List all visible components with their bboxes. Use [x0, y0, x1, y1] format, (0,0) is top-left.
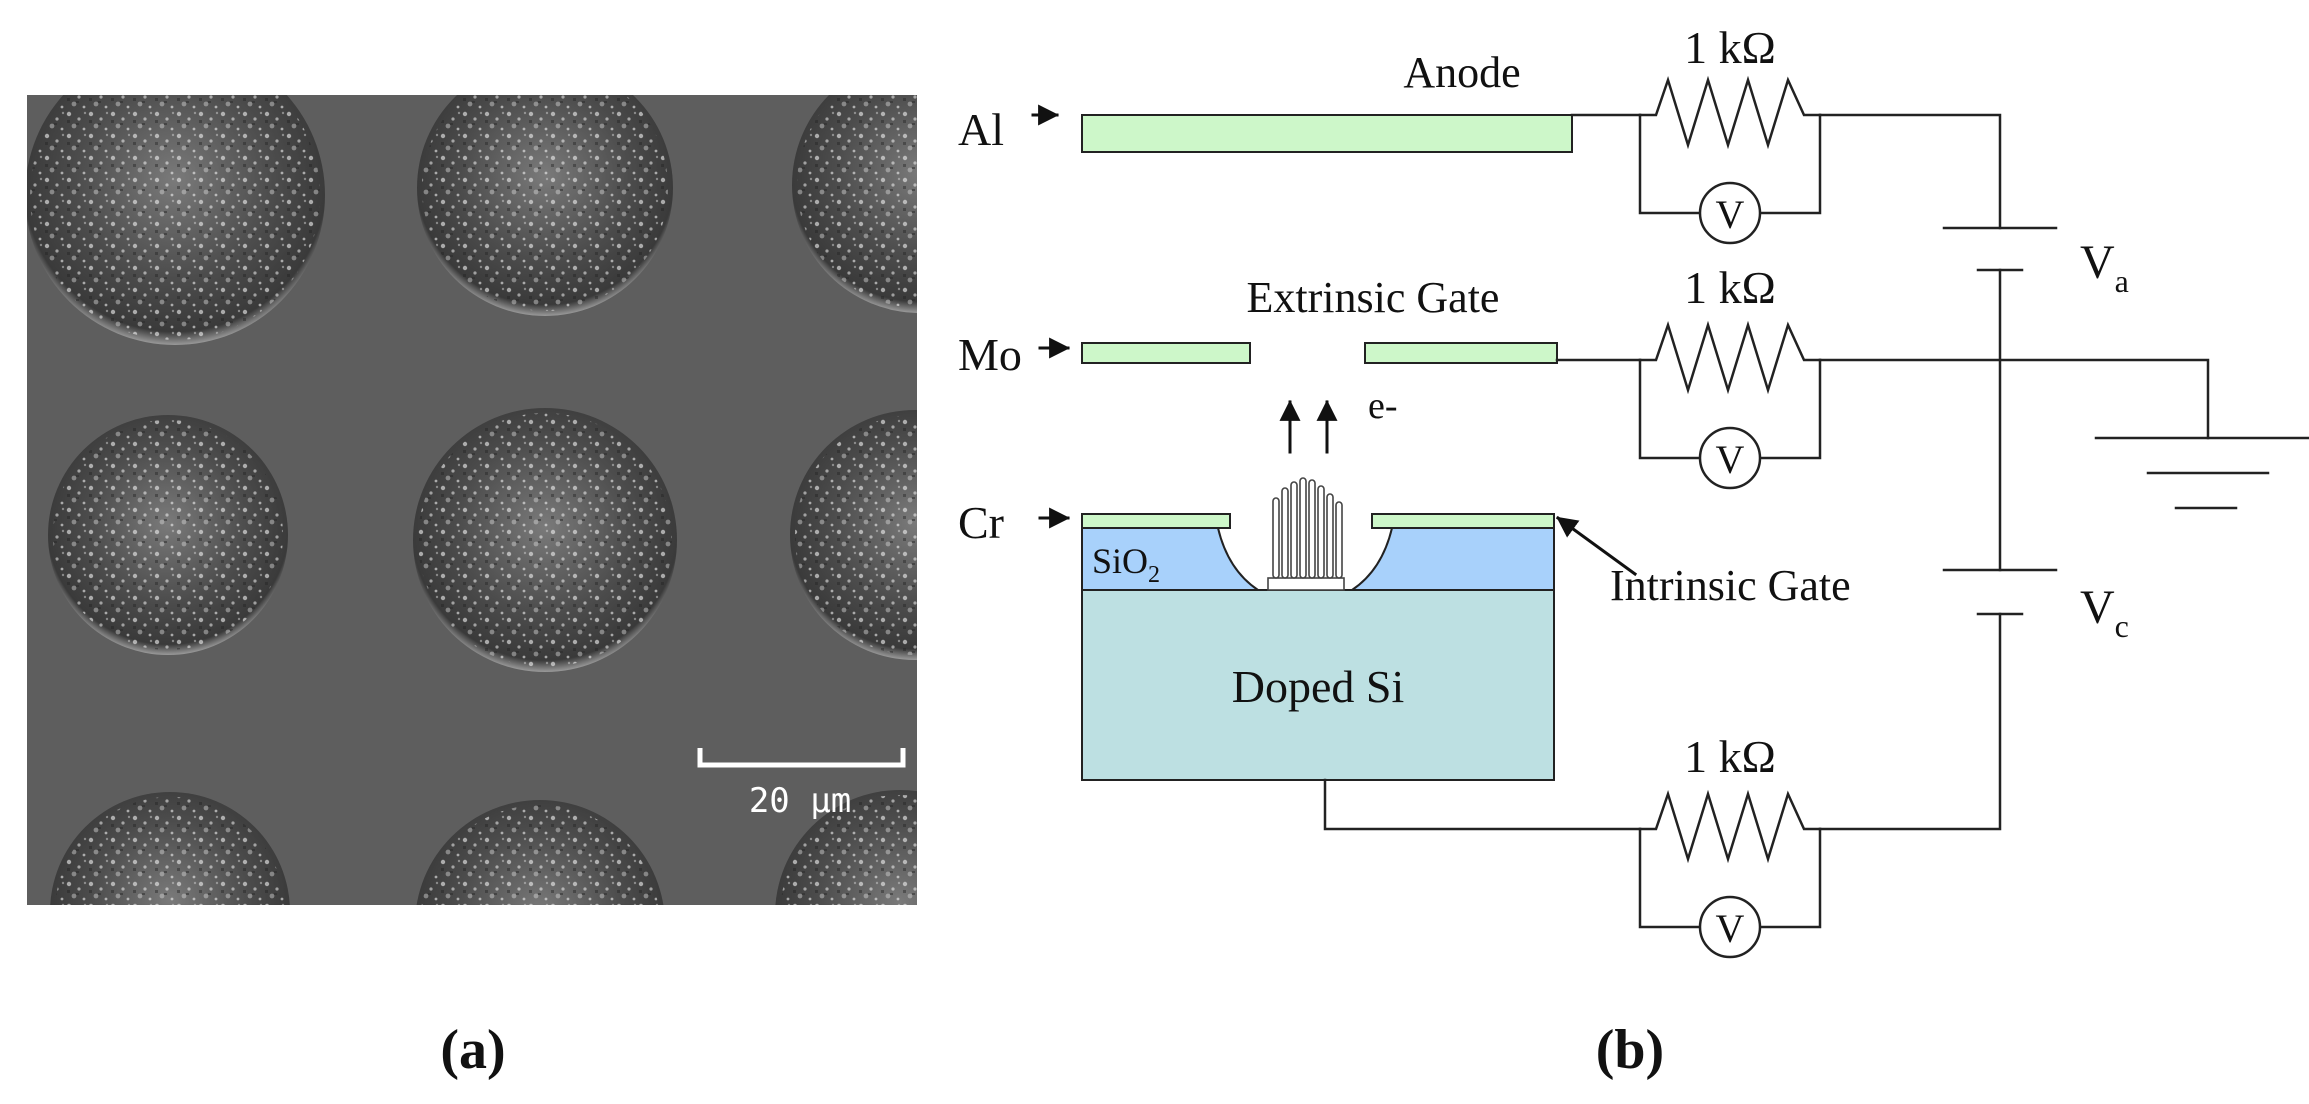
sem-dot	[792, 95, 917, 313]
resistor-gate	[1638, 320, 1822, 395]
voltmeter-cathode: V	[1698, 895, 1762, 959]
panel-b: Al Mo Cr Anode Extrinsic Gate e- Doped S…	[958, 22, 2309, 1081]
ground-symbol	[2094, 436, 2309, 510]
sio2-label: SiO2	[1092, 541, 1160, 588]
battery-va	[1942, 226, 2058, 272]
sem-dot	[48, 415, 288, 655]
doped-si-substrate	[1081, 589, 1555, 781]
layer-label-mo: Mo	[958, 329, 1022, 380]
sem-dot	[413, 408, 677, 672]
resistor-gate-label: 1 kΩ	[1684, 262, 1776, 313]
sio2-left	[1081, 527, 1262, 591]
panel-a: 20 µm (a)	[27, 95, 917, 1081]
anode-label: Anode	[1403, 48, 1520, 97]
resistor-anode	[1638, 75, 1822, 150]
sem-dot	[416, 800, 664, 905]
va-label: Va	[2080, 236, 2129, 299]
circuit-wiring	[1323, 113, 2210, 929]
vc-label: Vc	[2080, 581, 2129, 644]
sio2-right	[1348, 527, 1555, 591]
extrinsic-gate-label: Extrinsic Gate	[1247, 273, 1500, 322]
layer-label-cr: Cr	[958, 497, 1004, 548]
extrinsic-gate-left	[1081, 342, 1251, 364]
sem-dot	[27, 95, 325, 345]
intrinsic-gate-label: Intrinsic Gate	[1610, 561, 1851, 610]
voltmeter-gate: V	[1698, 426, 1762, 490]
layer-label-al: Al	[958, 104, 1004, 155]
nanotube-bundle	[1267, 477, 1345, 591]
sem-dot	[417, 95, 673, 316]
scale-bar-label: 20 µm	[749, 781, 851, 821]
svg-text:V: V	[1716, 437, 1745, 482]
cr-gate-right	[1371, 513, 1555, 529]
svg-text:V: V	[1716, 906, 1745, 951]
battery-vc	[1942, 568, 2058, 616]
resistor-cathode-label: 1 kΩ	[1684, 731, 1776, 782]
scale-bar: 20 µm	[697, 748, 906, 821]
resistor-cathode	[1638, 789, 1822, 864]
panel-a-caption: (a)	[440, 1019, 505, 1081]
voltmeter-anode: V	[1698, 181, 1762, 245]
sem-dot-array	[27, 95, 917, 905]
svg-text:V: V	[1716, 192, 1745, 237]
substrate-label: Doped Si	[1232, 661, 1405, 712]
sem-dot	[50, 792, 290, 905]
sem-micrograph	[27, 95, 917, 905]
panel-b-caption: (b)	[1596, 1019, 1664, 1081]
extrinsic-gate-right	[1364, 342, 1558, 364]
resistor-anode-label: 1 kΩ	[1684, 22, 1776, 73]
cr-gate-left	[1081, 513, 1231, 529]
sem-dot	[790, 410, 917, 660]
sem-dot	[775, 790, 917, 905]
anode-electrode	[1081, 114, 1573, 153]
electron-label: e-	[1368, 385, 1398, 427]
intrinsic-gate-pointer	[1555, 515, 1638, 577]
